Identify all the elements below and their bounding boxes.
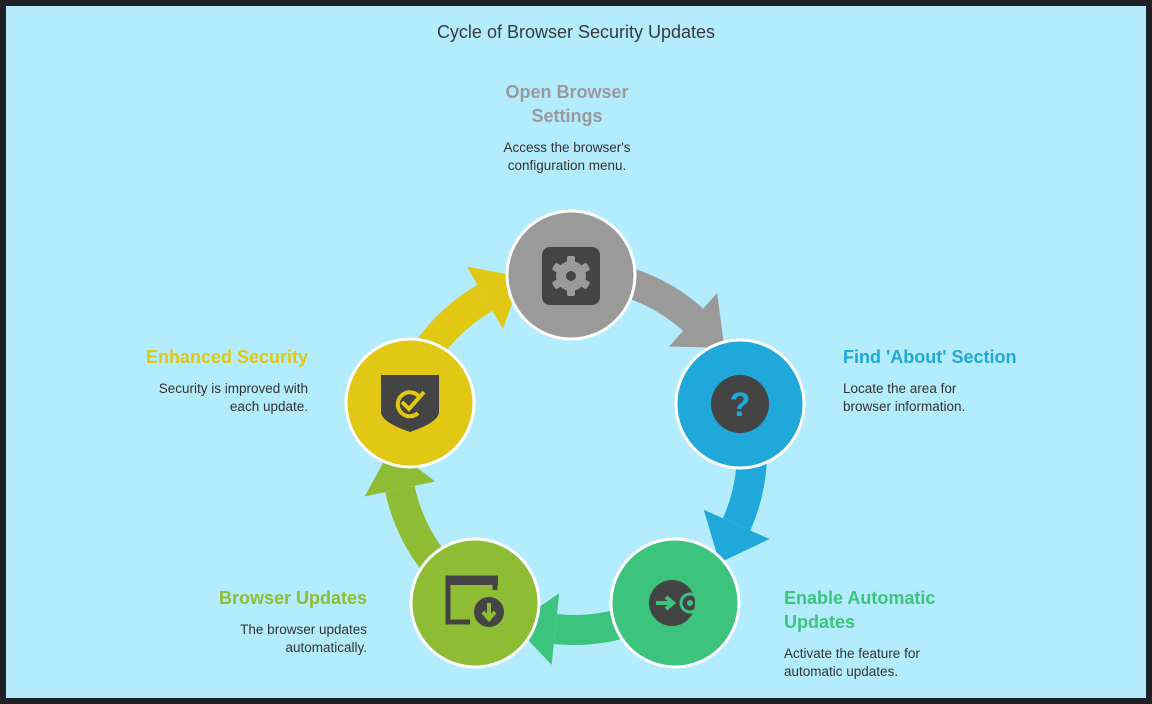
step-title-browser-updates: Browser Updates bbox=[218, 588, 367, 608]
shield-check-icon bbox=[381, 375, 439, 432]
diagram-title: Cycle of Browser Security Updates bbox=[436, 22, 716, 42]
toggle-arrow-icon bbox=[649, 580, 701, 626]
question-icon: ? bbox=[711, 375, 769, 433]
diagram-canvas bbox=[6, 6, 1146, 698]
connector-arrow-head bbox=[513, 593, 560, 665]
step-circle-settings bbox=[505, 209, 637, 341]
connector-arrow-head bbox=[703, 509, 770, 563]
step-circle-enable bbox=[609, 537, 741, 669]
gear-icon bbox=[542, 247, 600, 305]
connector-arrow-head bbox=[669, 292, 725, 348]
step-circle-security bbox=[344, 337, 476, 469]
browser-download-icon bbox=[445, 575, 504, 627]
step-title-enhanced-security: Enhanced Security bbox=[145, 347, 308, 367]
step-circle-updates bbox=[409, 537, 541, 669]
svg-text:?: ? bbox=[730, 386, 751, 424]
step-circle-about: ? bbox=[674, 338, 806, 470]
step-title-find-about: Find 'About' Section bbox=[843, 347, 1017, 367]
connector-arrow-head bbox=[364, 447, 436, 497]
